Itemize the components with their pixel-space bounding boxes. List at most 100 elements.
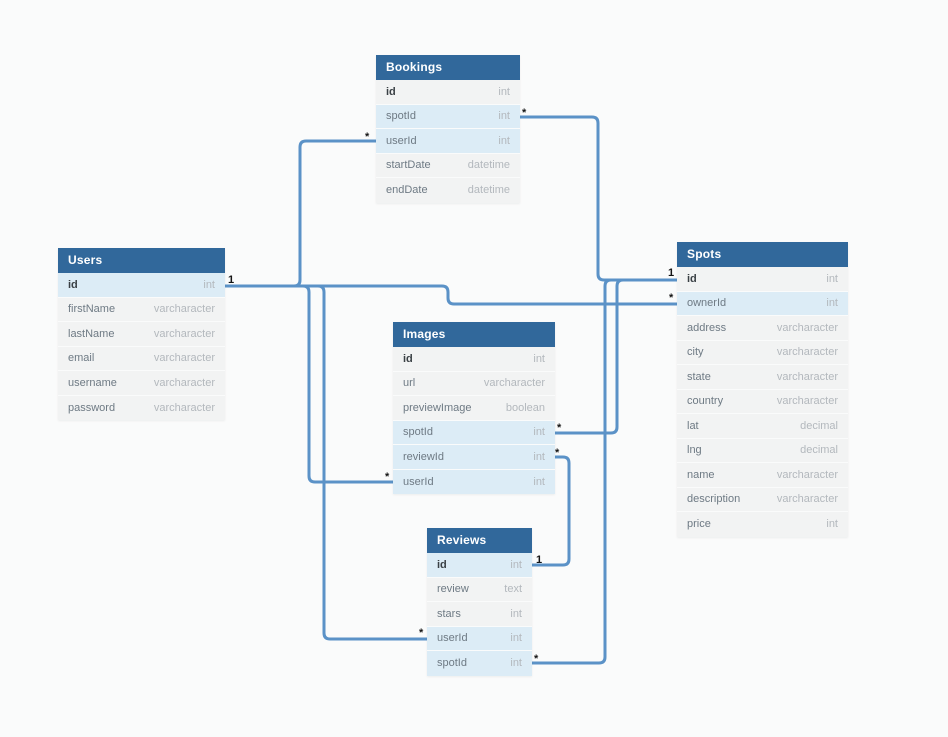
column-name: id: [437, 558, 447, 571]
cardinality-label: *: [669, 292, 674, 304]
column-name: ownerId: [687, 297, 727, 310]
table-header-users[interactable]: Users: [58, 248, 225, 273]
edge-reviews-spotid__spots-id: [532, 278, 677, 665]
column-row-bookings-spotid: spotId int: [376, 104, 520, 129]
column-type: int: [498, 134, 510, 147]
column-row-reviews-spotid: spotId int: [427, 651, 532, 676]
column-name: review: [437, 583, 469, 596]
column-type: int: [533, 450, 545, 463]
column-name: address: [687, 321, 727, 334]
column-type: int: [533, 352, 545, 365]
cardinality-label: *: [557, 422, 562, 434]
cardinality-label: 1: [668, 267, 674, 279]
column-type: int: [498, 85, 510, 98]
column-name: name: [687, 468, 715, 481]
column-type: int: [498, 110, 510, 123]
cardinality-label: *: [555, 447, 560, 459]
column-name: state: [687, 370, 711, 383]
column-row-spots-state: state varcharacter: [677, 365, 848, 390]
column-name: userId: [386, 134, 417, 147]
column-row-spots-id: id int: [677, 267, 848, 292]
column-row-users-password: password varcharacter: [58, 395, 225, 420]
column-name: password: [68, 401, 116, 414]
column-row-bookings-userid: userId int: [376, 129, 520, 154]
column-type: varcharacter: [153, 401, 215, 414]
table-title: Spots: [687, 247, 722, 261]
column-name: id: [68, 278, 78, 291]
table-title: Bookings: [386, 60, 443, 74]
column-row-images-url: url varcharacter: [393, 371, 555, 396]
column-type: int: [826, 272, 838, 285]
column-type: varcharacter: [153, 327, 215, 340]
column-row-reviews-id: id int: [427, 553, 532, 578]
table-bookings[interactable]: Bookings id int spotId int userId int startDate…: [376, 55, 520, 203]
cardinality-label: 1: [536, 554, 542, 566]
cardinality-label: *: [419, 627, 424, 639]
column-type: decimal: [800, 444, 838, 457]
column-row-users-lastname: lastName varcharacter: [58, 322, 225, 347]
column-name: url: [403, 377, 416, 390]
column-name: id: [687, 272, 697, 285]
column-type: int: [510, 558, 522, 571]
column-name: id: [386, 85, 396, 98]
column-type: datetime: [467, 184, 510, 197]
column-name: price: [687, 518, 711, 531]
table-title: Users: [68, 253, 103, 267]
table-title: Reviews: [437, 533, 487, 547]
column-row-users-email: email varcharacter: [58, 346, 225, 371]
column-type: varcharacter: [483, 377, 545, 390]
column-name: firstName: [68, 303, 116, 316]
column-type: text: [504, 583, 522, 596]
column-type: varcharacter: [153, 352, 215, 365]
cardinality-label: *: [534, 653, 539, 665]
table-title: Images: [403, 327, 446, 341]
column-type: varcharacter: [776, 468, 838, 481]
table-header-spots[interactable]: Spots: [677, 242, 848, 267]
cardinality-label: *: [522, 107, 527, 119]
column-name: lastName: [68, 327, 115, 340]
column-type: int: [510, 657, 522, 670]
column-row-bookings-id: id int: [376, 80, 520, 105]
column-type: varcharacter: [776, 370, 838, 383]
edge-users-id__bookings-userid: [225, 139, 376, 288]
column-row-reviews-review: review text: [427, 577, 532, 602]
edge-users-id__images-userid: [225, 284, 393, 484]
column-name: country: [687, 395, 724, 408]
column-name: previewImage: [403, 401, 472, 414]
column-type: decimal: [800, 419, 838, 432]
column-type: varcharacter: [153, 376, 215, 389]
column-type: varcharacter: [776, 493, 838, 506]
column-name: username: [68, 376, 117, 389]
table-header-bookings[interactable]: Bookings: [376, 55, 520, 80]
table-header-reviews[interactable]: Reviews: [427, 528, 532, 553]
column-type: varcharacter: [776, 395, 838, 408]
column-name: spotId: [386, 110, 416, 123]
edge-bookings-spotid__spots-id: [520, 115, 677, 282]
column-name: email: [68, 352, 95, 365]
column-type: int: [533, 426, 545, 439]
column-name: spotId: [437, 657, 467, 670]
table-header-images[interactable]: Images: [393, 322, 555, 347]
column-row-users-username: username varcharacter: [58, 371, 225, 396]
column-type: varcharacter: [776, 321, 838, 334]
edge-users-id__spots-ownerid: [225, 284, 677, 306]
